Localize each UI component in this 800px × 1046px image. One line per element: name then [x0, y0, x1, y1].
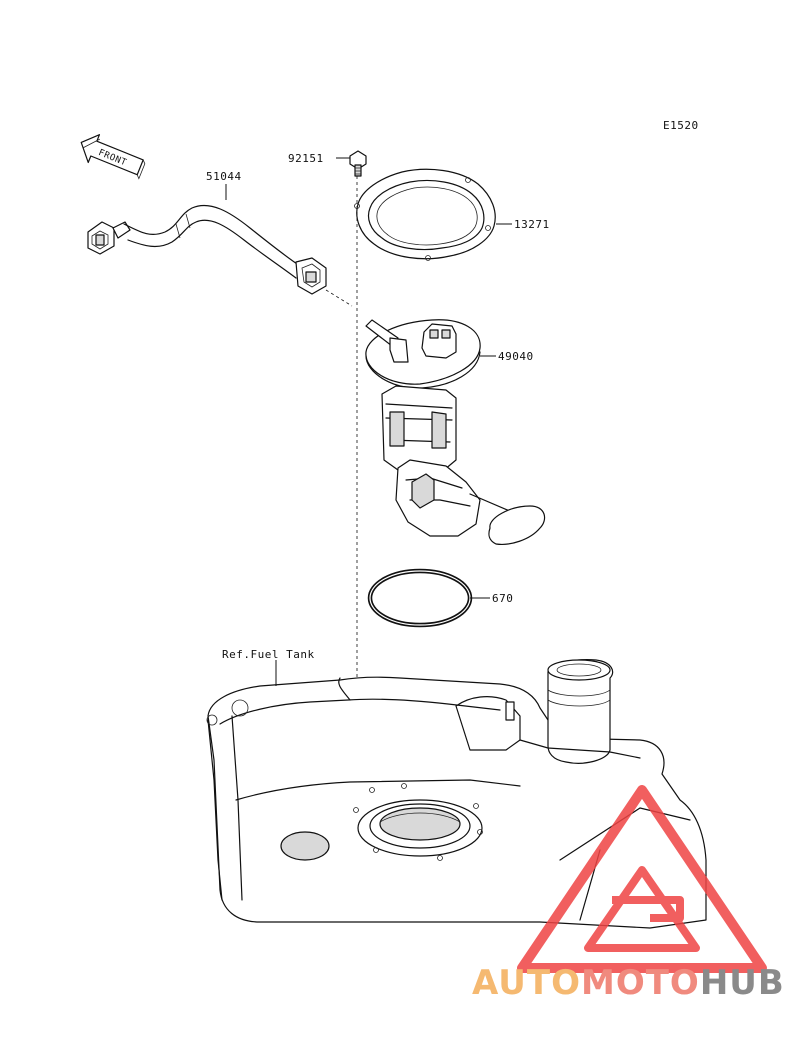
part-number-92151: 92151	[288, 152, 324, 165]
watermark-text-moto: MOTO	[581, 963, 700, 1003]
fuel-tank-reference	[206, 659, 707, 929]
diagram-code: E1520	[663, 119, 699, 132]
o-ring-670[interactable]	[367, 568, 473, 628]
part-number-13271: 13271	[514, 218, 550, 231]
watermark-logo	[517, 785, 767, 973]
part-number-49040: 49040	[498, 350, 534, 363]
gasket-plate-13271[interactable]	[354, 168, 496, 261]
part-number-670: 670	[492, 592, 513, 605]
front-arrow: FRONT	[80, 134, 146, 180]
watermark-text-hub: HUB	[700, 963, 785, 1003]
fuel-hose-51044[interactable]	[87, 204, 327, 295]
part-number-51044: 51044	[206, 170, 242, 183]
fuel-pump-assembly-49040[interactable]	[365, 319, 546, 545]
hose-alignment-line	[325, 289, 353, 307]
reference-label-fuel-tank: Ref.Fuel Tank	[222, 648, 315, 661]
watermark-text-auto: AUTO	[472, 963, 581, 1003]
watermark-text: AUTOMOTOHUB	[472, 963, 785, 1003]
bolt-92151[interactable]	[349, 150, 367, 177]
